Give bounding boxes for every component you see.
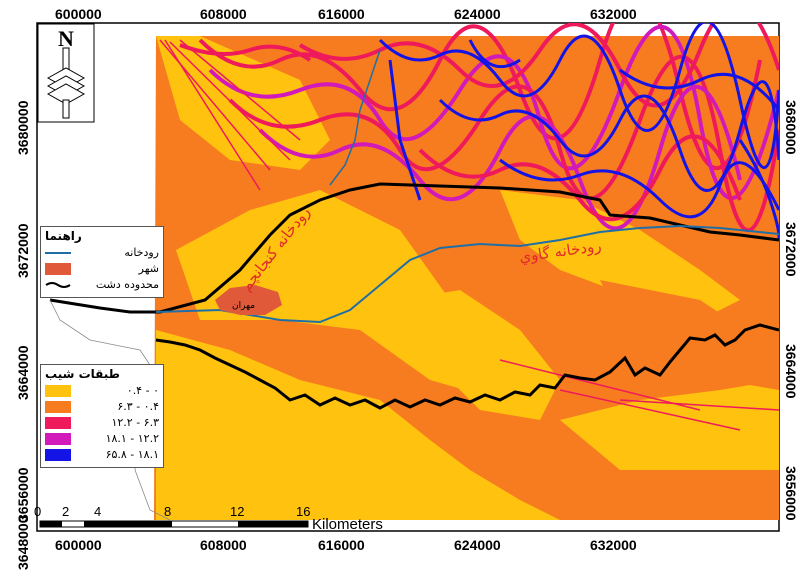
city-mehran xyxy=(215,285,282,315)
legend-item-river: رودخانه xyxy=(41,245,163,261)
plain-boundary xyxy=(49,182,779,410)
x-tick-bottom: 624000 xyxy=(454,537,501,553)
legend-guide: راهنما رودخانه شهر محدوده دشت xyxy=(40,226,164,298)
slope-patch-mid xyxy=(600,280,779,390)
legend-slope-item: ۰.۴ - ۶.۳ xyxy=(41,399,163,415)
slope-swatch-icon xyxy=(45,433,71,445)
river-branch xyxy=(329,49,381,186)
slope-patch-low xyxy=(156,36,330,170)
x-tick-top: 608000 xyxy=(200,6,247,22)
x-tick-bottom: 632000 xyxy=(590,537,637,553)
legend-item-label: شهر xyxy=(138,262,159,275)
y-tick-left: 3656000 xyxy=(15,467,31,522)
x-tick-bottom: 616000 xyxy=(318,537,365,553)
x-tick-bottom: 608000 xyxy=(200,537,247,553)
scale-tick: 2 xyxy=(62,504,70,519)
x-tick-top: 600000 xyxy=(55,6,102,22)
slope-swatch-icon xyxy=(45,449,71,461)
x-tick-top: 624000 xyxy=(454,6,501,22)
north-arrow-icon: N xyxy=(37,23,95,123)
legend-item-label: ۱۲.۲ - ۱۸.۱ xyxy=(105,432,159,445)
legend-slope-item: ۱۲.۲ - ۱۸.۱ xyxy=(41,431,163,447)
river-line-icon xyxy=(45,252,71,254)
scale-tick: 16 xyxy=(296,504,311,519)
y-tick-left: 3672000 xyxy=(15,223,31,278)
scale-tick: 0 xyxy=(34,504,42,519)
scale-tick: 12 xyxy=(230,504,245,519)
slope-patch-low xyxy=(260,430,520,520)
legend-item-label: ۰ - ۰.۴ xyxy=(126,384,159,397)
boundary-line-icon xyxy=(45,282,71,288)
slope-patch-low xyxy=(176,190,500,400)
scale-bar xyxy=(39,520,309,528)
city-label: مهران xyxy=(232,301,255,311)
y-tick-left: 3664000 xyxy=(15,345,31,400)
y-ticks-right: 3680000 3672000 3664000 3656000 xyxy=(783,100,798,521)
legend-slope-item: ۱۸.۱ - ۶۵.۸ xyxy=(41,447,163,463)
y-tick-right: 3656000 xyxy=(783,466,798,521)
slope-patch-low xyxy=(560,380,779,470)
legend-slope-item: ۰ - ۰.۴ xyxy=(41,383,163,399)
slope-swatch-icon xyxy=(45,401,71,413)
legend-slope-title: طبقات شيب xyxy=(45,367,120,381)
scale-unit: Kilometers xyxy=(312,516,383,533)
x-ticks-bottom: 600000 608000 616000 624000 632000 xyxy=(55,537,637,553)
x-tick-top: 632000 xyxy=(590,6,637,22)
x-ticks-top: 600000 608000 616000 624000 632000 xyxy=(55,6,637,22)
south-steep-streaks xyxy=(499,359,779,431)
legend-item-boundary: محدوده دشت xyxy=(41,277,163,293)
legend-guide-title: راهنما xyxy=(45,229,82,243)
legend-slope-item: ۶.۳ - ۱۲.۲ xyxy=(41,415,163,431)
legend-item-label: ۰.۴ - ۶.۳ xyxy=(117,400,159,413)
scale-tick: 4 xyxy=(94,504,102,519)
legend-item-label: محدوده دشت xyxy=(95,278,159,291)
svg-text:N: N xyxy=(58,26,74,51)
legend-item-city: شهر xyxy=(41,261,163,277)
y-tick-right: 3680000 xyxy=(783,100,798,155)
y-tick-left: 3648000 xyxy=(15,515,31,570)
slope-patch-low xyxy=(500,190,740,320)
river-gavi xyxy=(155,224,779,324)
slope-patch-low xyxy=(400,290,560,420)
legend-slope: طبقات شيب ۰ - ۰.۴ ۰.۴ - ۶.۳ ۶.۳ - ۱۲.۲ ۱… xyxy=(40,364,164,468)
x-tick-top: 616000 xyxy=(318,6,365,22)
x-tick-bottom: 600000 xyxy=(55,537,102,553)
slope-swatch-icon xyxy=(45,417,71,429)
legend-item-label: رودخانه xyxy=(124,246,159,259)
steep-streaks xyxy=(159,39,301,191)
y-ticks-left: 3680000 3672000 3664000 3656000 xyxy=(15,100,31,522)
scale-tick: 8 xyxy=(164,504,172,519)
y-tick-right: 3672000 xyxy=(783,222,798,277)
y-tick-right: 3664000 xyxy=(783,344,798,399)
slope-swatch-icon xyxy=(45,385,71,397)
legend-item-label: ۱۸.۱ - ۶۵.۸ xyxy=(105,448,159,461)
legend-item-label: ۶.۳ - ۱۲.۲ xyxy=(111,416,159,429)
city-patch-icon xyxy=(45,263,71,275)
very-steep-zone xyxy=(378,23,779,240)
y-tick-left: 3680000 xyxy=(15,100,31,155)
